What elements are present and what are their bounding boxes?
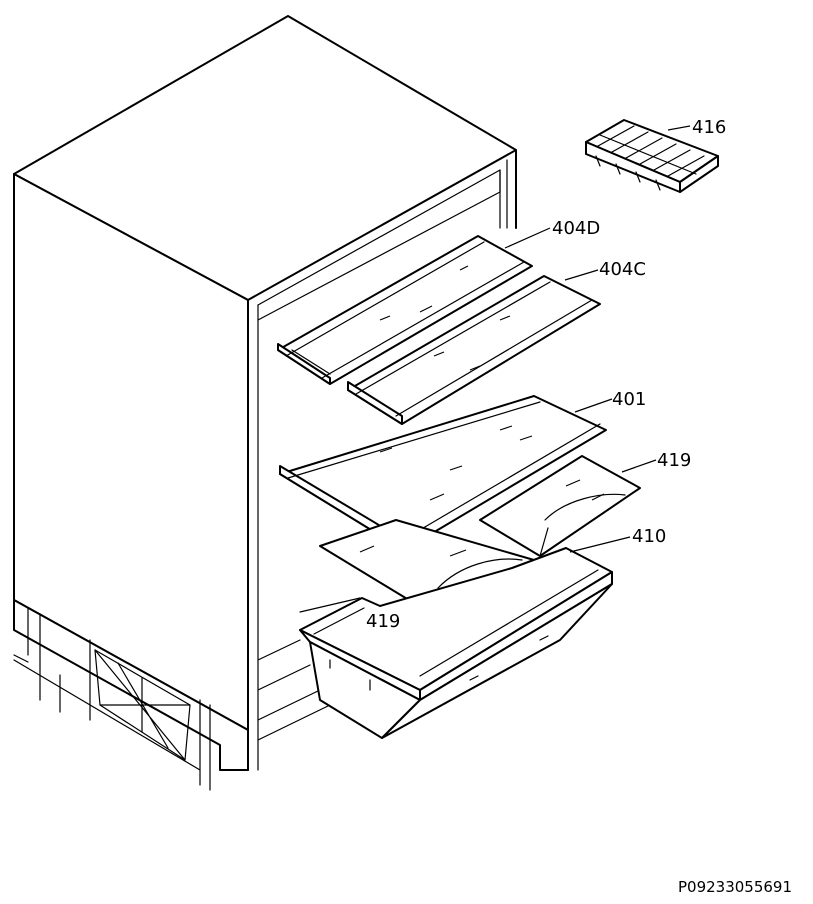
reference-code: P09233055691	[678, 878, 792, 896]
label-410: 410	[632, 526, 666, 547]
part-419-crisper-cover-right	[479, 455, 657, 557]
label-419-left: 419	[366, 611, 400, 632]
label-416: 416	[692, 117, 726, 138]
part-410-crisper-drawer	[299, 536, 631, 739]
label-404D: 404D	[552, 218, 600, 239]
label-401: 401	[612, 389, 646, 410]
refrigerator-cabinet	[13, 15, 517, 791]
label-404C: 404C	[599, 259, 646, 280]
part-416-ice-tray	[585, 119, 719, 193]
part-404C-shelf	[347, 269, 601, 425]
vent-grille	[13, 649, 191, 761]
label-419-right: 419	[657, 450, 691, 471]
part-404D-shelf	[277, 227, 551, 385]
